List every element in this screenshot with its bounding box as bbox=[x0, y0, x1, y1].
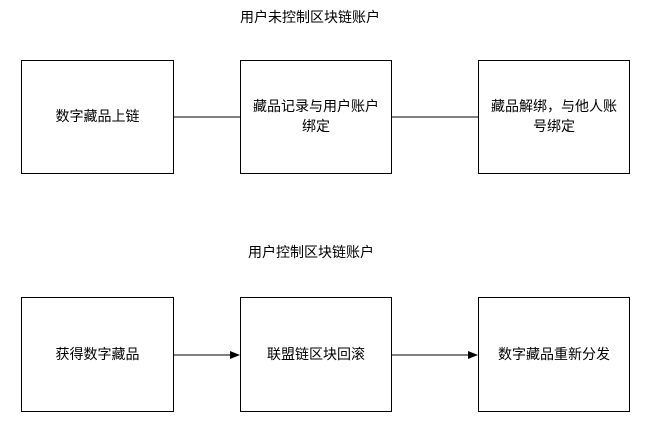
top-section-title: 用户未控制区块链账户 bbox=[240, 10, 380, 26]
node-label: 数字藏品上链 bbox=[55, 109, 140, 125]
node-label: 数字藏品重新分发 bbox=[498, 346, 610, 363]
node-obtain-digital-collectible: 获得数字藏品 bbox=[21, 297, 174, 412]
node-digital-collectible-onchain: 数字藏品上链 bbox=[21, 60, 174, 174]
bottom-section-title: 用户控制区块链账户 bbox=[248, 245, 374, 261]
node-redistribute-digital-collectible: 数字藏品重新分发 bbox=[478, 297, 630, 412]
node-unbind-rebind-other-account: 藏品解绑，与他人账号绑定 bbox=[478, 60, 630, 174]
node-label: 获得数字藏品 bbox=[55, 346, 140, 363]
node-label: 联盟链区块回滚 bbox=[267, 346, 365, 363]
node-record-bind-user-account: 藏品记录与用户账户绑定 bbox=[240, 60, 392, 174]
node-label: 藏品解绑，与他人账号绑定 bbox=[491, 99, 617, 135]
node-label: 藏品记录与用户账户绑定 bbox=[253, 99, 379, 135]
node-consortium-chain-rollback: 联盟链区块回滚 bbox=[240, 297, 392, 412]
